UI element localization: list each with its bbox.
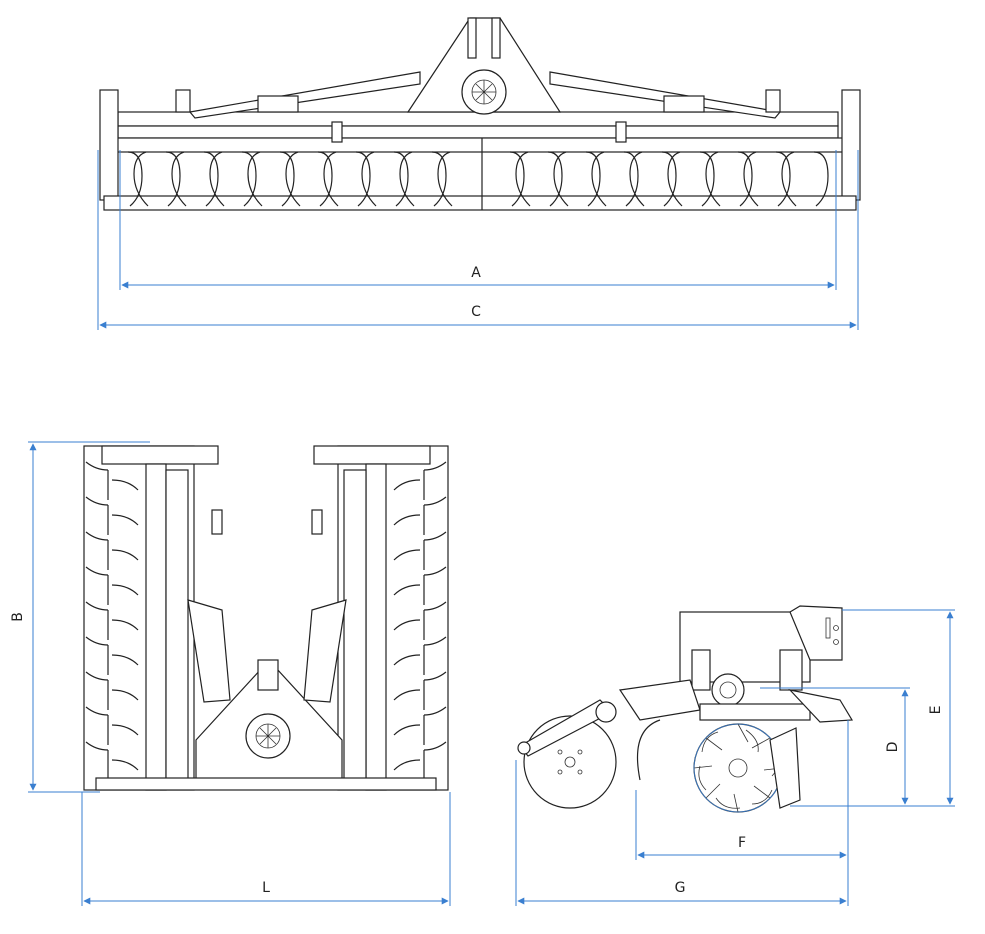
dimension-g: G [515, 760, 847, 906]
dimension-c-label: C [471, 304, 481, 320]
dimension-e: E [842, 609, 955, 807]
dimension-c: C [97, 150, 859, 330]
side-view [517, 605, 854, 813]
dimension-d-label: D [885, 742, 901, 753]
dimension-e-label: E [928, 706, 944, 715]
front-rotor-teeth [127, 138, 829, 210]
dimension-b: B [10, 441, 150, 793]
dimension-l: L [81, 792, 451, 906]
dimension-f: F [635, 720, 849, 906]
dimension-d: D [760, 687, 910, 807]
dimension-g-label: G [675, 880, 686, 896]
dimension-f-label: F [738, 835, 746, 851]
dimension-a-label: A [471, 265, 481, 281]
dimension-b-label: B [10, 612, 26, 622]
folded-view [83, 445, 449, 791]
front-view [99, 17, 861, 211]
dimension-a: A [119, 150, 837, 290]
dimension-l-label: L [262, 880, 270, 896]
